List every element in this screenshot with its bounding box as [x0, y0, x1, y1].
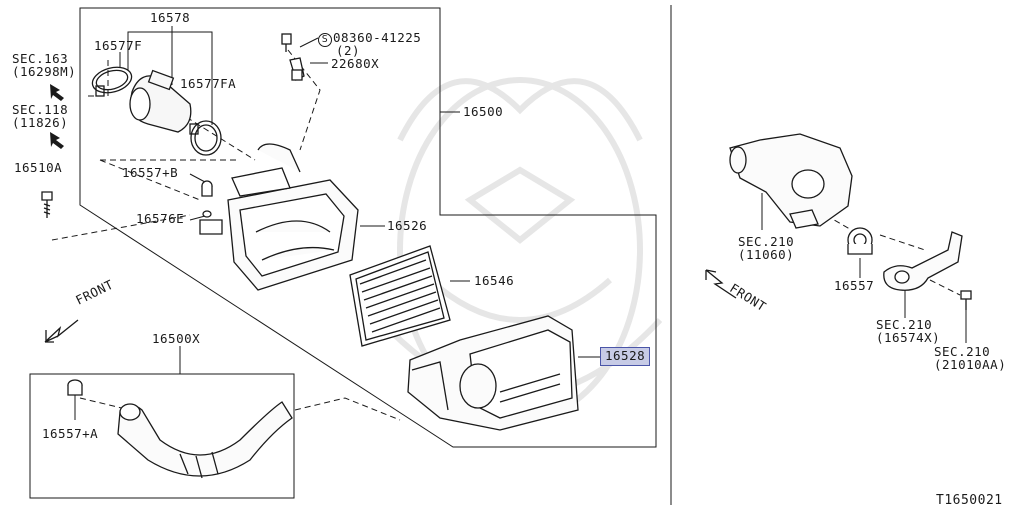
sensor-22680X: [281, 33, 305, 81]
sec210-a-title: SEC.210: [738, 234, 795, 249]
label-16577F: 16577F: [94, 38, 143, 53]
clamp-16577F: [91, 66, 133, 97]
assembly-outline-16500: [79, 7, 657, 448]
label-16500X: 16500X: [152, 331, 201, 346]
air-cleaner-cover-16526: [227, 143, 359, 291]
label-sec118: SEC.118(11826): [12, 103, 68, 129]
label-16576E: 16576E: [136, 211, 185, 226]
grommet-16557B: [199, 180, 223, 235]
sec118-title: SEC.118: [12, 102, 69, 117]
sec210-c-code: (21010AA): [934, 357, 1007, 373]
sec-arrows: [50, 84, 64, 149]
sec163-code: (16298M): [12, 64, 77, 80]
label-16557: 16557: [834, 278, 875, 293]
label-16526: 16526: [387, 218, 428, 233]
sec210-a-code: (11060): [738, 247, 795, 263]
label-sec163: SEC.163(16298M): [12, 52, 76, 78]
grommet-16557A: [67, 379, 83, 396]
label-sec210-16574X: SEC.210(16574X): [876, 318, 940, 344]
label-16500: 16500: [463, 104, 504, 119]
label-screw-qty: (2): [336, 43, 361, 58]
screw-symbol: S: [318, 33, 332, 47]
bolt-16510A: [41, 191, 53, 218]
sec163-title: SEC.163: [12, 51, 69, 66]
airflow-duct-16578: [129, 69, 192, 133]
sec210-b-code: (16574X): [876, 330, 941, 346]
label-16528-highlighted[interactable]: 16528: [600, 347, 651, 366]
grommet-16557: [847, 227, 873, 255]
air-cleaner-body-16528: [407, 315, 579, 431]
clamp-16577FA: [189, 120, 222, 156]
sec210-b-title: SEC.210: [876, 317, 933, 332]
sec210-c-title: SEC.210: [934, 344, 991, 359]
filter-element-16546: [349, 245, 451, 347]
label-16546: 16546: [474, 273, 515, 288]
label-sec210-21010AA: SEC.210(21010AA): [934, 345, 1006, 371]
label-22680X: 22680X: [331, 56, 380, 71]
label-16510A: 16510A: [14, 160, 63, 175]
screw-code: 08360-41225: [333, 30, 422, 45]
label-16557A: 16557+A: [42, 426, 99, 441]
bracket-16574X: [883, 231, 963, 291]
bolt-21010AA: [960, 290, 972, 310]
diagram-code: T1650021: [936, 493, 1003, 508]
sec118-code: (11826): [12, 115, 69, 131]
label-sec210-11060: SEC.210(11060): [738, 235, 794, 261]
assembly-box-16500X: [29, 373, 295, 499]
housing-11060: [729, 133, 853, 229]
label-16578: 16578: [150, 10, 191, 25]
front-arrows: [44, 269, 737, 343]
label-16577FA: 16577FA: [180, 76, 237, 91]
air-duct-16500X: [117, 401, 293, 479]
label-16557B: 16557+B: [122, 165, 179, 180]
